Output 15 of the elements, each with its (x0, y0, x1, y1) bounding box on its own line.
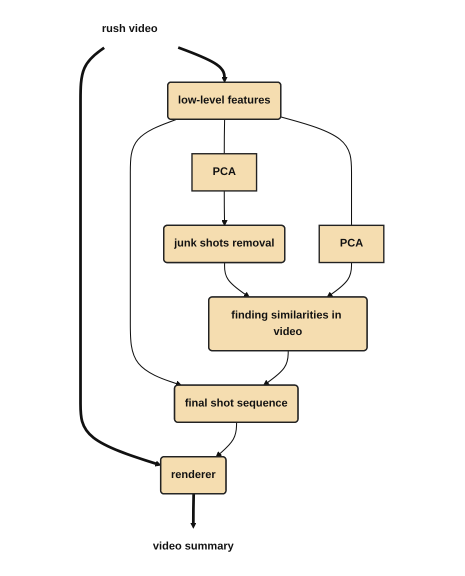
arrow (327, 262, 352, 298)
connector (224, 120, 226, 154)
node-text: rush video (102, 22, 158, 35)
connector (281, 116, 352, 226)
arrow (263, 350, 290, 386)
arrow (130, 119, 182, 387)
arrow (216, 422, 238, 458)
node-box: PCA (318, 224, 385, 264)
node-box: PCA (192, 153, 258, 192)
arrow (222, 190, 228, 226)
arrow (79, 46, 162, 466)
arrow (178, 46, 228, 83)
arrow (190, 494, 197, 529)
node-text: video summary (153, 540, 234, 552)
arrow (224, 262, 250, 298)
